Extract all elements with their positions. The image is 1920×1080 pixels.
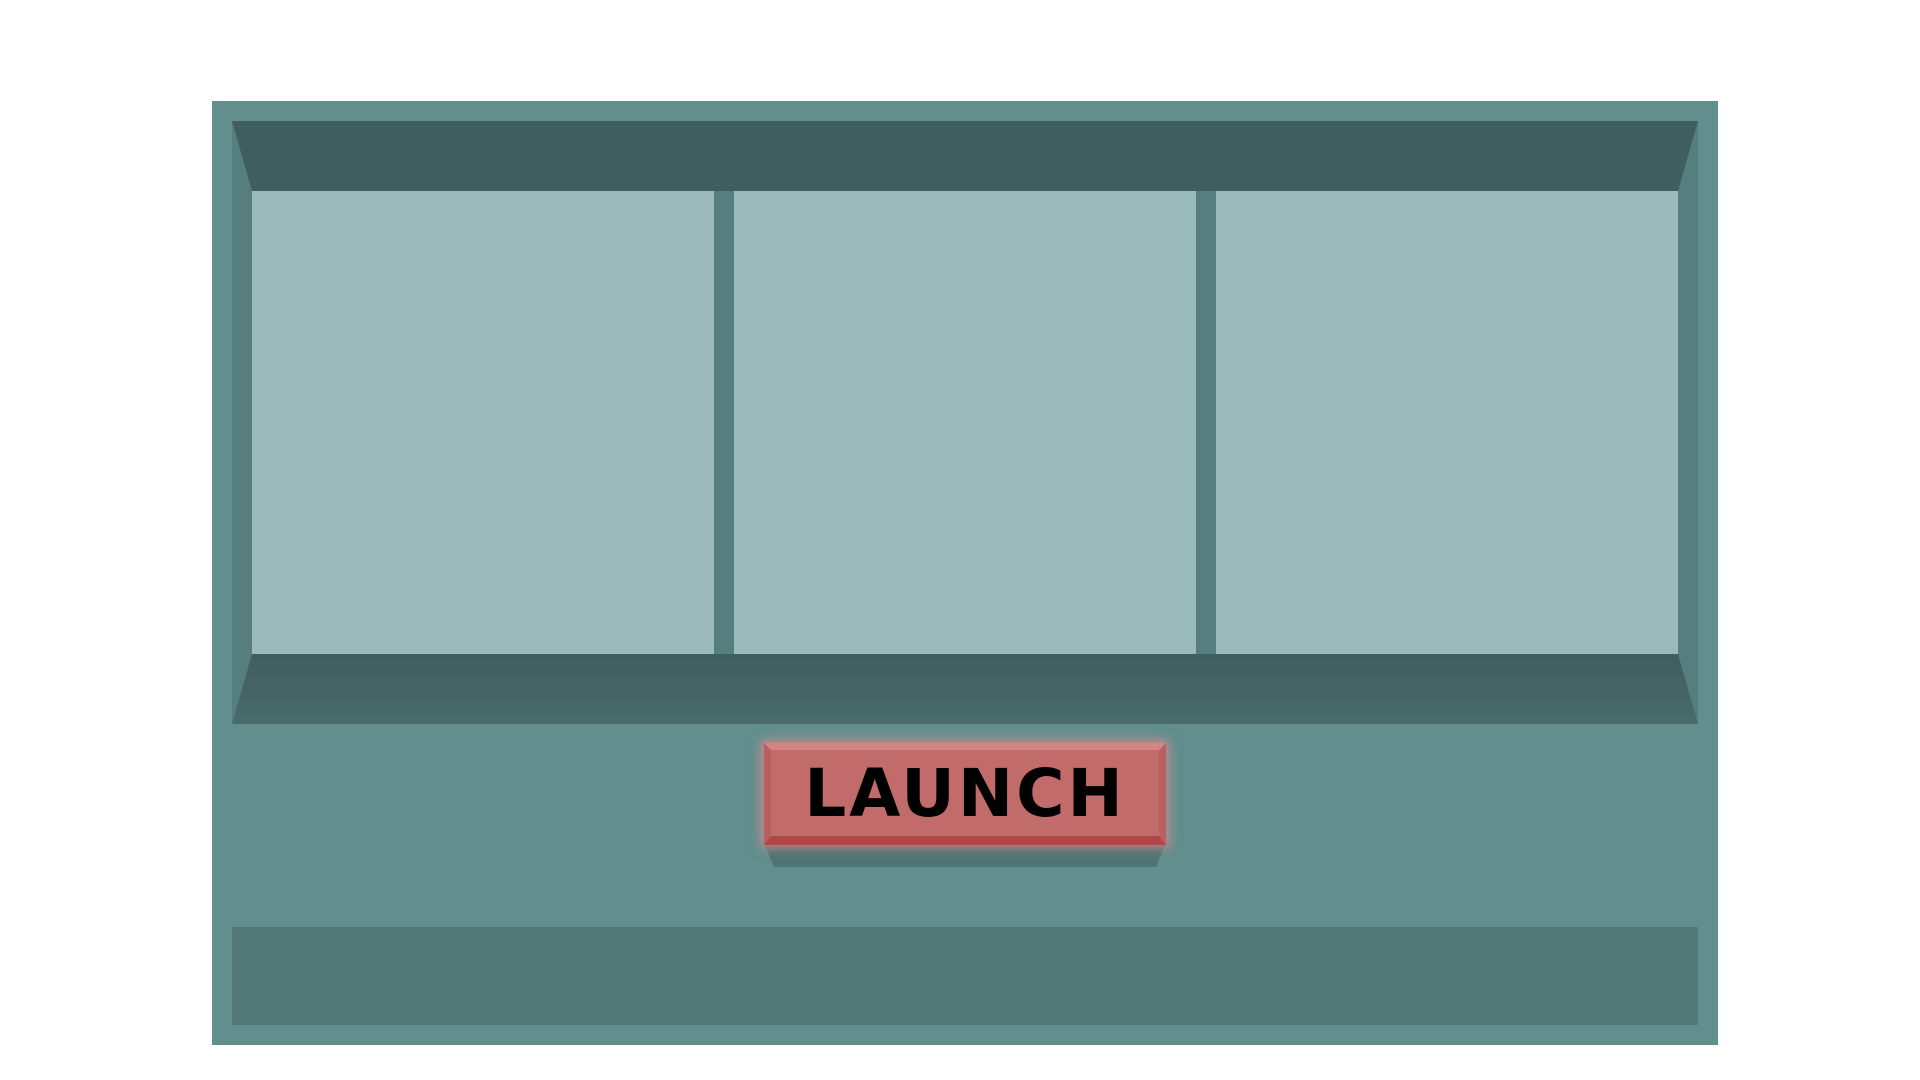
launch-button-label: LAUNCH [804,755,1126,832]
launch-button-housing: LAUNCH [764,743,1166,869]
launch-button[interactable]: LAUNCH [764,743,1166,845]
reel-window-1 [252,191,714,654]
slot-machine-cabinet: LAUNCH [212,101,1718,1045]
launch-button-base [764,843,1166,867]
reel-window-3 [1216,191,1678,654]
reel-frame-top-bevel [232,121,1698,191]
payout-tray [232,927,1698,1025]
reel-frame [232,121,1698,724]
reel-frame-bottom-bevel [232,654,1698,724]
reel-window-2 [734,191,1196,654]
